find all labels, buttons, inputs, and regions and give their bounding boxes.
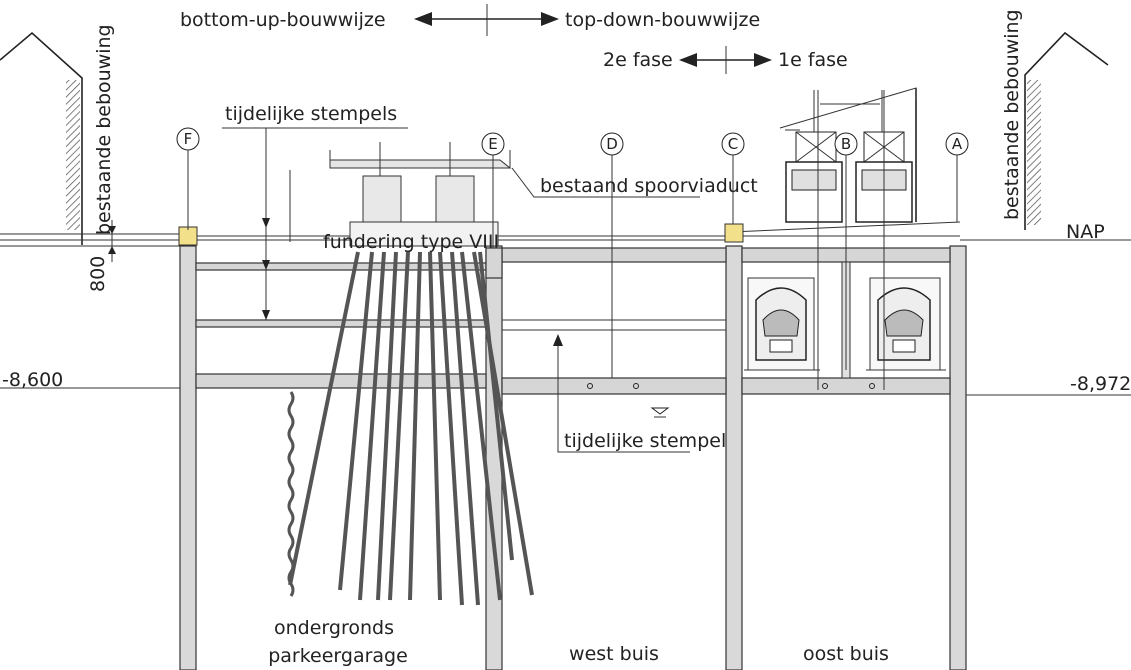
diaphragm-wall-c <box>725 245 743 670</box>
existing-building-right-label: bestaande bebouwing <box>1001 9 1023 220</box>
east-tube-label: oost buis <box>803 643 889 665</box>
surface-train-west <box>785 90 843 223</box>
axis-b-label: B <box>841 135 851 153</box>
catenary-mast <box>779 87 917 222</box>
axis-b: B <box>834 132 858 370</box>
phase-1-label: 1e fase <box>778 49 848 71</box>
dimension-800 <box>108 220 116 262</box>
axis-c-label: C <box>728 135 738 153</box>
axis-e-label: E <box>488 135 497 153</box>
diaphragm-wall-f <box>179 245 197 670</box>
nap-label: NAP <box>1066 221 1105 243</box>
foundation-piles <box>288 251 534 606</box>
existing-building-left <box>0 31 83 245</box>
phase-arrow <box>679 46 772 74</box>
train-front-west-track <box>744 277 820 371</box>
phase-2-label: 2e fase <box>603 49 673 71</box>
viaduct-leader <box>511 167 700 198</box>
temp-strut-arrowhead <box>553 334 563 346</box>
foundation-label: fundering type VIII <box>323 231 499 253</box>
west-tube-label: west buis <box>569 643 659 665</box>
temp-strut-label: tijdelijke stempel <box>564 430 726 452</box>
existing-building-left-label: bestaande bebouwing <box>93 24 115 235</box>
dimension-800-label: 800 <box>87 256 109 292</box>
axis-a: A <box>945 132 969 222</box>
top-down-label: top-down-bouwwijze <box>565 9 760 31</box>
train-front-east-track <box>866 277 946 371</box>
axis-d-label: D <box>606 135 618 153</box>
wall-cap-c <box>724 223 744 243</box>
existing-building-right <box>1024 31 1109 230</box>
existing-viaduct-label: bestaand spoorviaduct <box>540 175 758 197</box>
tunnel-floor-slab <box>501 377 951 395</box>
axis-f: F <box>176 127 200 230</box>
axis-a-label: A <box>952 135 963 153</box>
temp-strut-leader <box>557 340 690 453</box>
axis-d: D <box>600 132 624 378</box>
bottom-up-label: bottom-up-bouwwijze <box>180 9 386 31</box>
diaphragm-wall-a <box>949 245 967 670</box>
tunnel-roof-slab <box>485 247 951 279</box>
temp-struts-leader <box>222 127 408 320</box>
garage-label-line2: parkeergarage <box>268 645 408 667</box>
temp-struts-label: tijdelijke stempels <box>225 103 397 125</box>
garage-label-line1: ondergronds <box>274 617 394 639</box>
axis-c: C <box>721 132 745 224</box>
ground-level-lines <box>0 221 1131 247</box>
level-right-label: -8,972 <box>1070 373 1131 395</box>
water-level-symbol <box>650 407 670 418</box>
garage-sheet-pile <box>287 391 295 597</box>
construction-method-arrow <box>414 4 559 36</box>
level-left-label: -8,600 <box>2 369 63 391</box>
axis-e: E <box>481 132 505 248</box>
axis-f-label: F <box>184 130 193 148</box>
existing-viaduct <box>329 142 512 247</box>
